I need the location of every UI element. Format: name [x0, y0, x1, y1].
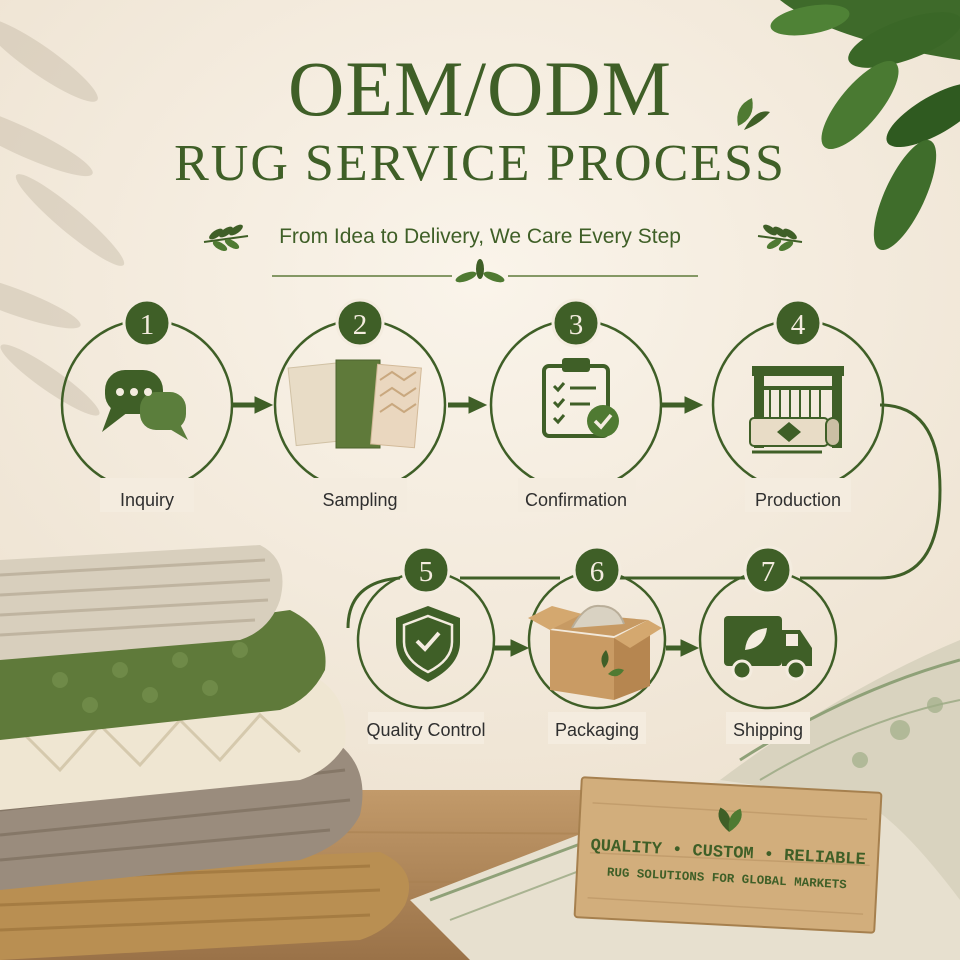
step-5-number: 5 [419, 556, 434, 588]
step-3-number: 3 [569, 309, 584, 341]
chat-bubbles-icon [102, 370, 188, 440]
step-7-label: Shipping [732, 720, 804, 740]
step-4-label: Production [754, 490, 842, 510]
wooden-sign: QUALITY • CUSTOM • RELIABLE RUG SOLUTION… [575, 777, 882, 933]
arrow-2-3 [448, 396, 488, 414]
arrow-1-2 [233, 396, 274, 414]
leaves-top-right [770, 0, 960, 251]
rug-stack [0, 545, 410, 960]
step-2-label: Sampling [322, 490, 398, 510]
step-6-label: Packaging [554, 720, 640, 740]
loom-icon [749, 366, 844, 454]
step-1-label: Inquiry [119, 490, 175, 510]
step-6-number: 6 [590, 556, 605, 588]
wooden-sign-board [573, 776, 883, 934]
process-path [346, 403, 942, 629]
step-1-number: 1 [140, 309, 155, 341]
page-subtitle: RUG SERVICE PROCESS [174, 135, 786, 192]
step-2-number: 2 [353, 309, 368, 341]
page-title: OEM/ODM [287, 45, 672, 132]
clipboard-check-icon [542, 358, 619, 438]
step-3-label: Confirmation [524, 490, 628, 510]
arrow-6-7 [666, 639, 700, 657]
sign-slogan: RUG SOLUTIONS FOR GLOBAL MARKETS [606, 865, 847, 893]
right-sprig-icon [757, 224, 803, 252]
step-badges [122, 298, 823, 595]
step-4-number: 4 [791, 309, 806, 341]
tagline: From Idea to Delivery, We Care Every Ste… [279, 225, 681, 248]
arrow-3-4 [662, 396, 704, 414]
arrow-5-6 [494, 639, 530, 657]
rug-samples-icon [287, 359, 422, 449]
divider [272, 259, 698, 283]
step-7-number: 7 [761, 556, 776, 588]
sign-tagline: QUALITY • CUSTOM • RELIABLE [590, 836, 867, 871]
shield-check-icon [396, 606, 460, 682]
box-icon [528, 604, 662, 700]
left-sprig-icon [203, 224, 249, 252]
plant-shadow [0, 18, 125, 416]
divider-leaf-icon [455, 259, 505, 283]
truck-icon [724, 616, 812, 681]
title-leaf-icon [737, 98, 770, 130]
flow-arrows [233, 396, 704, 657]
sign-leaf-icon [718, 807, 742, 833]
step-5-label: Quality Control [366, 720, 486, 740]
